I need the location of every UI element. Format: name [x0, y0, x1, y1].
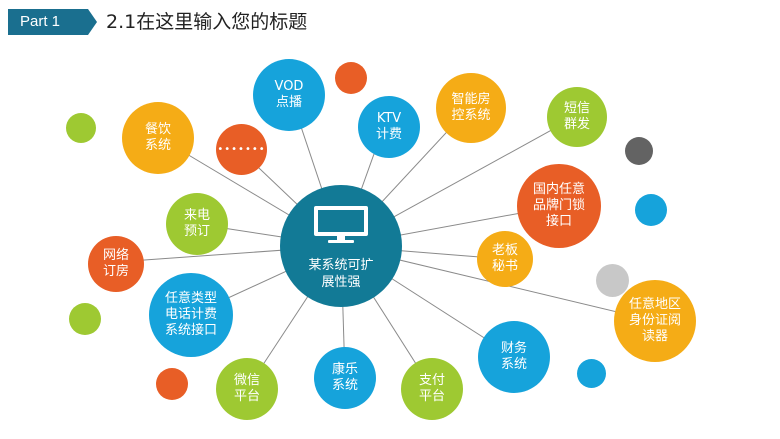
node-lock: 国内任意 品牌门锁 接口 — [517, 164, 601, 248]
node-wechat: 微信 平台 — [216, 358, 278, 420]
decor-dot-blue — [635, 194, 667, 226]
node-smart-room: 智能房 控系统 — [436, 73, 506, 143]
node-ktv: KTV 计费 — [358, 96, 420, 158]
node-id-reader: 任意地区 身份证阅 读器 — [614, 280, 696, 362]
hub-label: 某系统可扩 展性强 — [308, 258, 374, 290]
page-title: 2.1在这里输入您的标题 — [106, 11, 308, 33]
decor-dot-orange — [335, 62, 367, 94]
node-recreation: 康乐 系统 — [314, 347, 376, 409]
node-phone-billing: 任意类型 电话计费 系统接口 — [149, 273, 233, 357]
node-online-booking: 网络 订房 — [88, 236, 144, 292]
monitor-icon — [314, 206, 368, 243]
hub-circle: 某系统可扩 展性强 — [280, 185, 402, 307]
part-label-arrow — [88, 9, 97, 35]
decor-dot-blue — [577, 359, 606, 388]
node-call-booking: 来电 预订 — [166, 193, 228, 255]
node-boss-secretary: 老板 秘书 — [477, 231, 533, 287]
node-sms: 短信 群发 — [547, 87, 607, 147]
decor-dot-light-gray — [596, 264, 629, 297]
decor-dot-gray — [625, 137, 653, 165]
node-more: ••••••• — [216, 124, 267, 175]
decor-dot-green — [66, 113, 96, 143]
node-dining: 餐饮 系统 — [122, 102, 194, 174]
header: Part 1 2.1在这里输入您的标题 — [0, 0, 780, 44]
decor-dot-green — [69, 303, 101, 335]
node-finance: 财务 系统 — [478, 321, 550, 393]
part-label: Part 1 — [8, 9, 88, 35]
node-vod: VOD 点播 — [253, 59, 325, 131]
decor-dot-orange — [156, 368, 188, 400]
node-payment: 支付 平台 — [401, 358, 463, 420]
